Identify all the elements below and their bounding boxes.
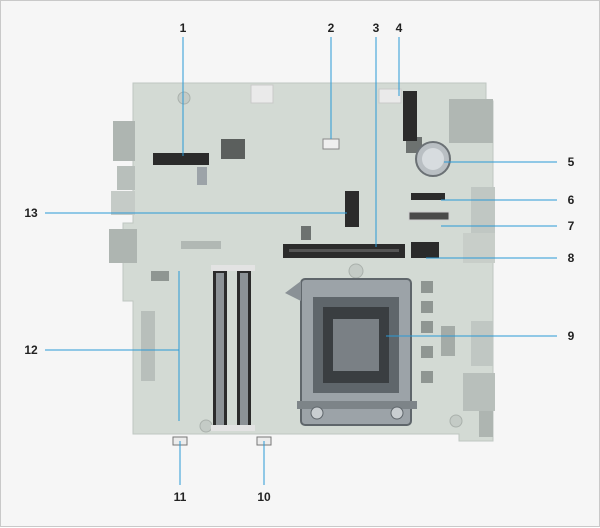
dimm-slot-2-inner [240,273,248,425]
mount-hole [348,263,364,279]
pcie-pins [289,249,399,252]
io-port-left-1 [113,121,135,161]
connector-7 [408,211,450,221]
callout-11: 11 [174,490,187,504]
callout-12: 12 [24,343,38,357]
callout-1: 1 [180,21,187,35]
connector-6 [411,193,445,200]
io-port-right-1 [449,99,493,143]
connector-2 [322,138,340,150]
callout-numbers: 1 2 3 4 5 6 7 8 9 10 11 12 13 [24,21,574,504]
leader-lines [45,37,557,485]
callout-7: 7 [568,219,575,233]
m2-slot-center [345,191,359,227]
chip [250,84,274,104]
chip [221,139,245,159]
dimm-latch-bottom [211,425,255,431]
socket-lever [285,281,301,301]
callout-2: 2 [328,21,335,35]
callout-4: 4 [396,21,403,35]
m2-slot-wlan [153,153,209,165]
dimm-latch-top [211,265,255,271]
m2-standoff [197,167,207,185]
chip [301,226,311,240]
callout-5: 5 [568,155,575,169]
chip [141,311,155,381]
m2-slot-ssd [403,91,417,141]
io-port-left-4 [109,229,137,263]
callout-13: 13 [24,206,38,220]
io-port-right-2 [471,187,495,239]
cpu-socket [285,278,417,426]
callout-8: 8 [568,251,575,265]
chip [421,281,433,293]
io-port-right-5 [463,373,495,411]
callout-10: 10 [257,490,271,504]
motherboard [109,82,495,446]
callout-3: 3 [373,21,380,35]
callout-9: 9 [568,329,575,343]
io-port-left-3 [111,191,135,215]
chip [151,271,169,281]
connector-8 [411,242,439,258]
chip [421,321,433,333]
mount-hole [177,91,191,105]
battery-face [422,148,444,170]
io-port-right-4 [471,321,493,366]
io-port-left-2 [117,166,135,190]
chip [441,326,455,356]
callout-6: 6 [568,193,575,207]
chip [378,88,402,104]
mount-hole [199,419,213,433]
chip [421,346,433,358]
chip [421,371,433,383]
chip [421,301,433,313]
mount-hole [449,414,463,428]
dimm-slot-1-inner [216,273,224,425]
memory-slots [211,265,255,431]
io-port-right-6 [479,411,493,437]
chip [181,241,221,249]
